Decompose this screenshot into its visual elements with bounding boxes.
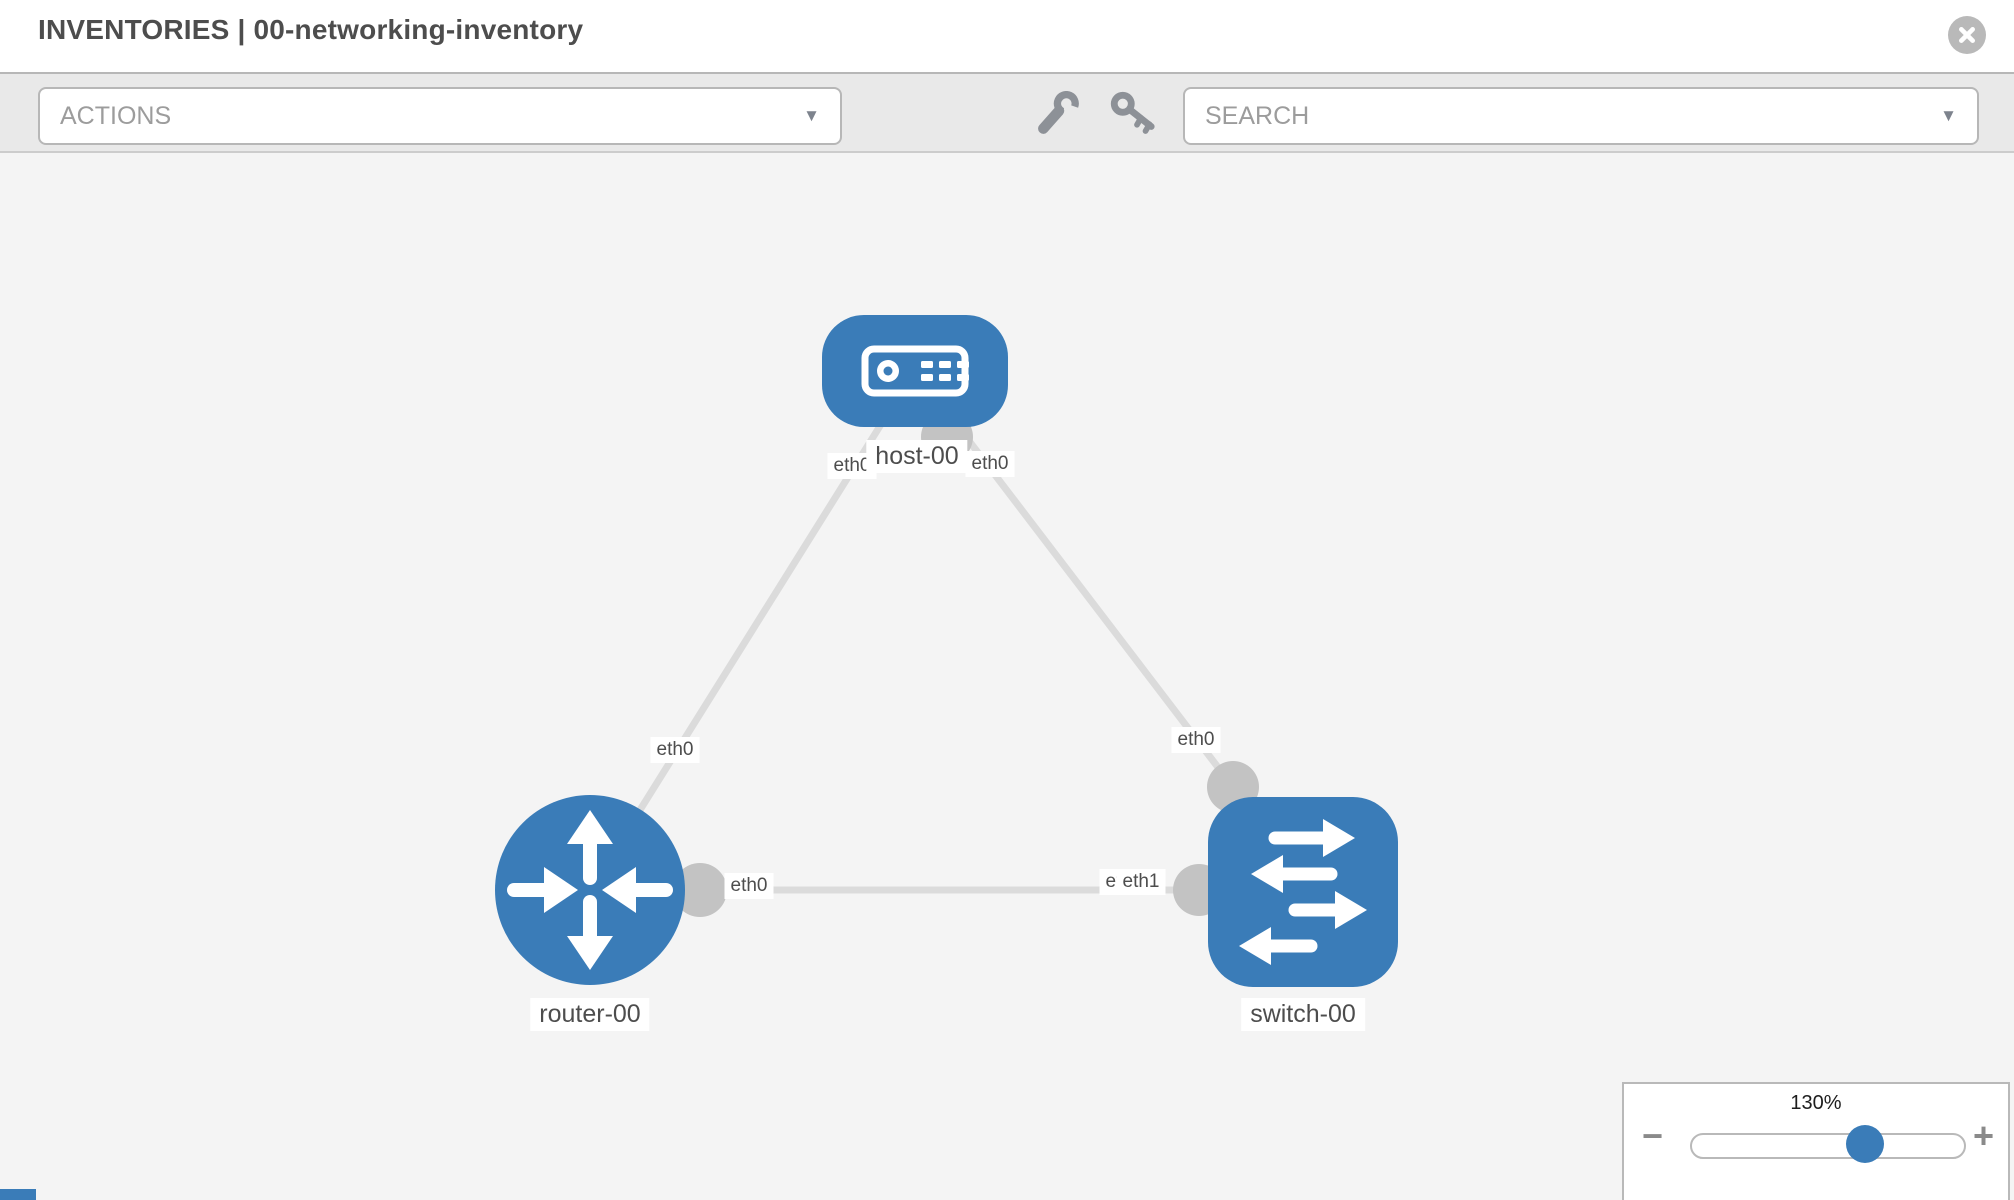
interface-connector (673, 863, 727, 917)
server-icon (861, 345, 969, 397)
zoom-slider-track[interactable] (1690, 1133, 1966, 1159)
router-icon (507, 810, 673, 970)
switch-node[interactable] (1208, 797, 1398, 987)
wrench-icon (1038, 91, 1079, 134)
actions-dropdown[interactable]: ACTIONS ▼ (38, 87, 842, 145)
toolbar: ACTIONS ▼ SEARCH ▼ (0, 72, 2014, 153)
search-dropdown-label: SEARCH (1205, 101, 1310, 130)
window-header: INVENTORIES | 00-networking-inventory (0, 0, 2014, 72)
zoom-in-button[interactable]: + (1972, 1115, 1994, 1156)
chevron-down-icon: ▼ (803, 106, 820, 125)
clipped-panel-corner (0, 1189, 36, 1200)
credentials-button[interactable] (1104, 84, 1162, 144)
interface-label: eth0 (650, 737, 700, 763)
node-label-router: router-00 (530, 998, 650, 1032)
switch-icon (1239, 819, 1367, 965)
close-icon (1959, 27, 1975, 43)
interface-label: eth1 (1116, 869, 1166, 895)
page-title: INVENTORIES | 00-networking-inventory (38, 14, 584, 45)
search-dropdown[interactable]: SEARCH ▼ (1183, 87, 1979, 145)
node-label-host: host-00 (866, 440, 968, 474)
zoom-out-button[interactable]: − (1642, 1115, 1664, 1156)
node-label-switch: switch-00 (1241, 998, 1365, 1032)
actions-dropdown-label: ACTIONS (60, 101, 172, 130)
zoom-control-panel: 130% − + (1622, 1082, 2010, 1200)
zoom-level-value: 130% (1790, 1092, 1842, 1114)
router-node[interactable] (495, 795, 685, 985)
chevron-down-icon: ▼ (1940, 106, 1957, 125)
key-icon (1110, 91, 1155, 134)
close-button[interactable] (1948, 16, 1986, 54)
zoom-slider-thumb[interactable] (1846, 1125, 1884, 1163)
host-node[interactable] (822, 315, 1008, 427)
interface-label: eth0 (1171, 727, 1221, 753)
interface-label: eth0 (724, 873, 774, 899)
configure-button[interactable] (1030, 84, 1088, 144)
interface-label: eth0 (965, 451, 1015, 477)
topology-canvas[interactable]: eth0 eth0 eth0 eth0 eth0 eth0 eth1 host-… (0, 153, 2014, 1200)
